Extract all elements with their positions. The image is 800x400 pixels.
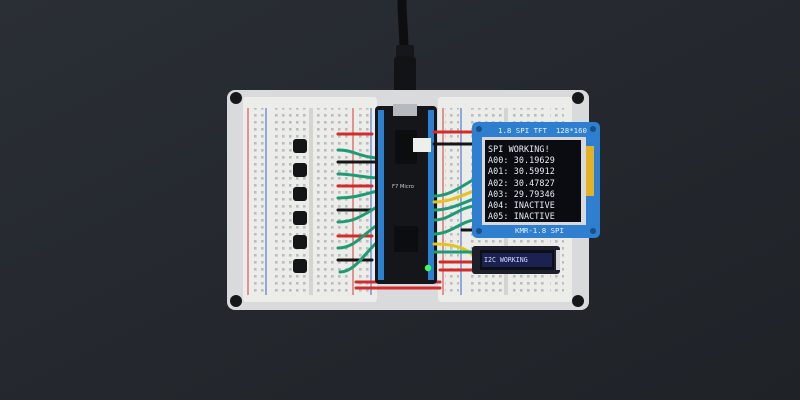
tft-line-1: SPI WORKING! (488, 144, 550, 154)
tft-top-label: 1.8 SPI TFT 128*160 (498, 126, 587, 135)
plate-screw-tr (572, 92, 584, 104)
microcontroller-board (375, 104, 437, 284)
power-led (424, 264, 432, 272)
oled-screen (482, 253, 552, 267)
tft-display-module (472, 122, 600, 238)
tft-line-2: A00: 30.19629 (488, 155, 555, 166)
usb-cable (394, 0, 416, 108)
oled-display-module (472, 246, 560, 274)
pushbutton-column (293, 139, 307, 273)
tft-line-5: A03: 29.79346 (488, 188, 555, 199)
tft-screen-text: SPI WORKING! A00: 30.19629 A01: 30.59912… (488, 144, 578, 222)
breadboard-left (243, 97, 377, 302)
tft-line-4: A02: 30.47827 (488, 177, 555, 188)
pushbutton-6[interactable] (293, 259, 307, 273)
tft-line-7: A05: INACTIVE (488, 211, 555, 222)
tft-bottom-label: KMR-1.8 SPI (515, 226, 564, 235)
pushbutton-4[interactable] (293, 211, 307, 225)
oled-text: I2C WORKING (484, 256, 528, 264)
pushbutton-5[interactable] (293, 235, 307, 249)
tft-line-3: A01: 30.59912 (488, 166, 555, 177)
tft-line-6: A04: INACTIVE (488, 200, 555, 211)
pushbutton-1[interactable] (293, 139, 307, 153)
plate-screw-bl (230, 295, 242, 307)
pushbutton-3[interactable] (293, 187, 307, 201)
tft-screen (485, 140, 581, 222)
pushbutton-2[interactable] (293, 163, 307, 177)
microcontroller-label: F7 Micro (392, 184, 414, 190)
plate-screw-br (572, 295, 584, 307)
plate-screw-tl (230, 92, 242, 104)
